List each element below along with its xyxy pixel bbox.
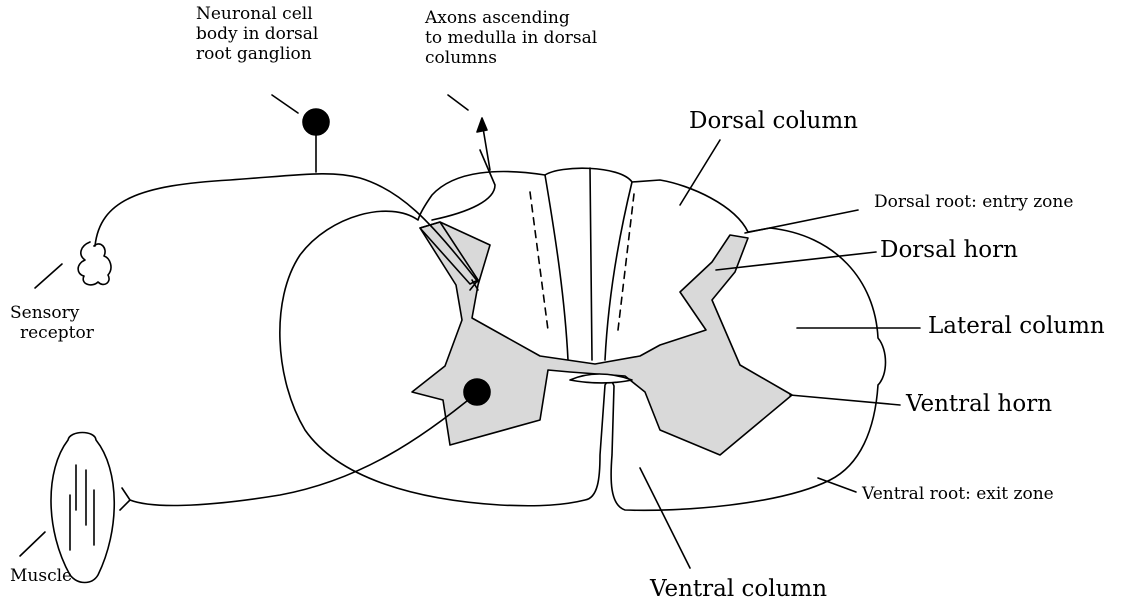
label-sensory-receptor-line-1: Sensory bbox=[10, 303, 94, 323]
dorsal-intermediate-septum-right bbox=[618, 194, 634, 330]
spinal-cord-outline bbox=[280, 168, 886, 510]
ascending-axon-branch bbox=[432, 150, 495, 220]
label-axons-ascending-line-3: columns bbox=[425, 48, 597, 68]
dorsal-root-ganglion-cell-body bbox=[303, 109, 329, 135]
motor-axon bbox=[120, 392, 478, 510]
label-neuronal-cell-body-line-3: root ganglion bbox=[196, 44, 318, 64]
label-dorsal-horn: Dorsal horn bbox=[880, 237, 1018, 264]
label-ventral-horn: Ventral horn bbox=[906, 391, 1052, 418]
label-ventral-root-exit-zone: Ventral root: exit zone bbox=[862, 484, 1054, 504]
label-ventral-column: Ventral column bbox=[650, 576, 827, 603]
muscle-shape bbox=[51, 433, 114, 583]
dorsal-intermediate-septum-left bbox=[530, 192, 548, 330]
leader-ventral-horn bbox=[790, 395, 900, 405]
leader-ventral-root-exit-zone bbox=[818, 478, 856, 492]
label-dorsal-root-entry-zone: Dorsal root: entry zone bbox=[874, 192, 1073, 212]
leader-muscle bbox=[20, 532, 45, 556]
leader-ventral-column bbox=[640, 468, 690, 568]
label-muscle: Muscle bbox=[10, 566, 72, 586]
leader-dorsal-root-entry-zone bbox=[745, 210, 858, 233]
motor-neuron-cell-body bbox=[464, 379, 490, 405]
leader-sensory-receptor bbox=[35, 264, 62, 288]
leader-neuronal-cell-body bbox=[272, 95, 298, 113]
label-sensory-receptor-line-2: receptor bbox=[10, 323, 94, 343]
dorsal-fasciculus-right bbox=[605, 182, 632, 360]
leader-axons-ascending bbox=[448, 95, 468, 110]
label-axons-ascending-line-2: to medulla in dorsal bbox=[425, 28, 597, 48]
label-neuronal-cell-body: Neuronal cell body in dorsal root gangli… bbox=[196, 4, 318, 64]
dorsal-median-sulcus bbox=[590, 168, 592, 360]
label-neuronal-cell-body-line-2: body in dorsal bbox=[196, 24, 318, 44]
label-dorsal-column: Dorsal column bbox=[689, 108, 858, 135]
sensory-receptor-shape bbox=[78, 242, 111, 285]
label-axons-ascending-line-1: Axons ascending bbox=[425, 8, 597, 28]
ascending-axon-arrowhead bbox=[477, 118, 487, 132]
label-neuronal-cell-body-line-1: Neuronal cell bbox=[196, 4, 318, 24]
label-lateral-column: Lateral column bbox=[928, 313, 1105, 340]
dorsal-fasciculus-left bbox=[545, 175, 568, 360]
label-sensory-receptor: Sensory receptor bbox=[10, 303, 94, 343]
label-axons-ascending: Axons ascending to medulla in dorsal col… bbox=[425, 8, 597, 68]
leader-dorsal-column bbox=[680, 140, 720, 205]
